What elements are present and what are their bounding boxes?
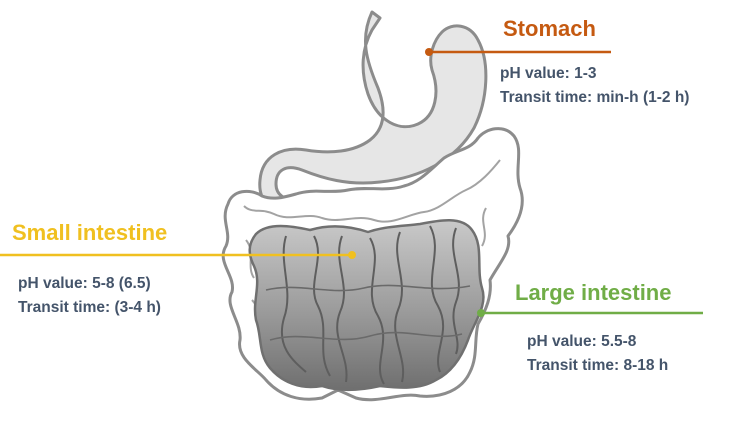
large-intestine-transit: Transit time: 8-18 h [527,354,668,378]
large-intestine-pointer [477,309,703,317]
large-intestine-ph: pH value: 5.5-8 [527,330,668,354]
small-intestine-transit: Transit time: (3-4 h) [18,296,161,320]
large-intestine-info: pH value: 5.5-8 Transit time: 8-18 h [527,330,668,378]
stomach-info: pH value: 1-3 Transit time: min-h (1-2 h… [500,62,689,110]
stomach-ph: pH value: 1-3 [500,62,689,86]
stomach-transit: Transit time: min-h (1-2 h) [500,86,689,110]
small-intestine-ph: pH value: 5-8 (6.5) [18,272,161,296]
small-intestine-shape [250,220,484,390]
small-intestine-info: pH value: 5-8 (6.5) Transit time: (3-4 h… [18,272,161,320]
stomach-title: Stomach [503,16,596,42]
large-intestine-title: Large intestine [515,280,671,306]
small-intestine-title: Small intestine [12,220,167,246]
